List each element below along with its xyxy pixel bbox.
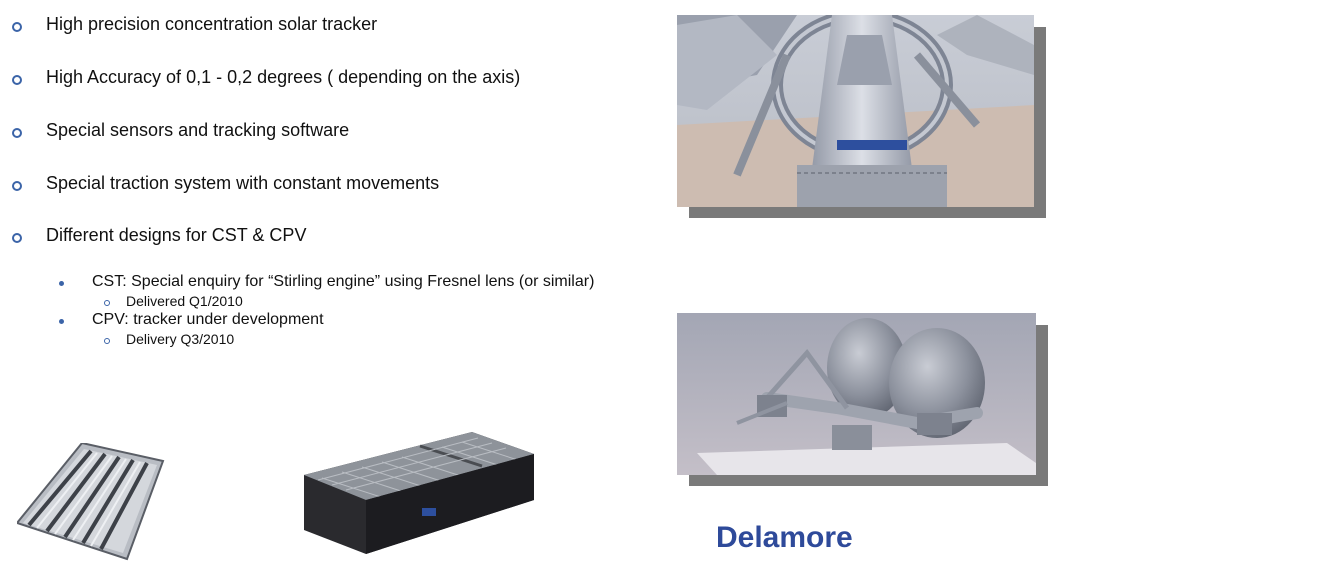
sub-bullet-marker (59, 319, 64, 324)
bullet-text: Special traction system with constant mo… (46, 173, 440, 193)
cpv-module-illustration (304, 432, 534, 554)
bullet-text: High precision concentration solar track… (46, 14, 378, 34)
sub-bullet-item: CPV: tracker under development (0, 311, 400, 335)
bullet-marker (12, 233, 22, 243)
bullet-item: High precision concentration solar track… (0, 14, 640, 38)
bullet-marker (12, 22, 22, 32)
bullet-item: Different designs for CST & CPV (0, 225, 640, 249)
sub-sub-bullet-marker (104, 300, 110, 306)
sub-sub-bullet-item: Delivery Q3/2010 (0, 331, 300, 355)
bullet-marker (12, 128, 22, 138)
sub-sub-bullet-text: Delivered Q1/2010 (126, 293, 243, 309)
twin-dish-photo-frame (677, 313, 1049, 487)
bullet-marker (12, 75, 22, 85)
sub-bullet-marker (59, 281, 64, 286)
bullet-text: Special sensors and tracking software (46, 120, 350, 140)
bullet-marker (12, 181, 22, 191)
twin-dish-photo (677, 313, 1036, 475)
tracker-ring-photo (677, 15, 1034, 207)
cpv-module-photo (302, 430, 536, 558)
sub-bullet-item: CST: Special enquiry for “Stirling engin… (0, 273, 660, 297)
tracker-ring-illustration (677, 15, 1034, 207)
bullet-text: Different designs for CST & CPV (46, 225, 307, 245)
bullet-item: Special sensors and tracking software (0, 120, 640, 144)
tracker-ring-photo-frame (677, 15, 1047, 219)
fresnel-panel-photo (17, 443, 165, 561)
sub-sub-bullet-marker (104, 338, 110, 344)
sub-sub-bullet-text: Delivery Q3/2010 (126, 331, 235, 347)
bullet-item: Special traction system with constant mo… (0, 173, 640, 197)
fresnel-panel-illustration (17, 443, 165, 561)
sub-bullet-text: CPV: tracker under development (92, 311, 324, 328)
sub-bullet-text: CST: Special enquiry for “Stirling engin… (92, 273, 595, 290)
bullet-item: High Accuracy of 0,1 - 0,2 degrees ( dep… (0, 67, 640, 91)
sub-sub-bullet-item: Delivered Q1/2010 (0, 293, 300, 317)
twin-dish-illustration (677, 313, 1036, 475)
brand-logo-text: Delamore (716, 521, 853, 554)
bullet-text: High Accuracy of 0,1 - 0,2 degrees ( dep… (46, 67, 521, 87)
